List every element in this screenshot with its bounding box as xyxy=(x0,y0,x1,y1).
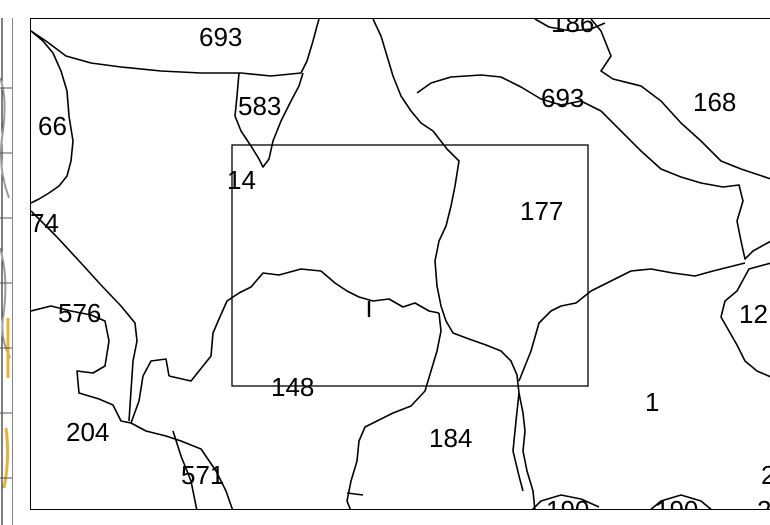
region-label-148[interactable]: 148 xyxy=(271,372,314,402)
boundary-148-west xyxy=(130,358,170,424)
region-label-14[interactable]: 14 xyxy=(227,165,256,195)
boundary-148-east xyxy=(346,312,442,509)
map-canvas[interactable]: 693 693 168 66 583 14 177 74 576 12 148 … xyxy=(30,18,770,510)
boundary-576 xyxy=(31,305,132,424)
region-label-571[interactable]: 571 xyxy=(181,460,224,490)
region-label-168[interactable]: 168 xyxy=(693,87,736,117)
region-label-184[interactable]: 184 xyxy=(429,423,472,453)
region-label-693-right[interactable]: 693 xyxy=(541,83,584,113)
boundary-204-571 xyxy=(130,422,234,509)
boundary-168-top xyxy=(590,19,770,180)
region-label-74[interactable]: 74 xyxy=(31,208,59,238)
boundary-693-top xyxy=(31,19,320,77)
region-label-190-a[interactable]: 190 xyxy=(546,495,589,510)
region-label-177[interactable]: 177 xyxy=(520,196,563,226)
selection-rectangle[interactable] xyxy=(231,144,589,387)
map-legend-strip xyxy=(0,18,13,525)
region-label-12[interactable]: 12 xyxy=(739,299,768,329)
boundary-583 xyxy=(234,72,304,168)
boundary-186 xyxy=(534,19,606,32)
region-label-186[interactable]: 186 xyxy=(551,19,594,38)
boundary-693-right xyxy=(416,74,770,260)
boundary-190-b xyxy=(650,494,712,509)
boundary-centre-river xyxy=(372,19,536,509)
boundary-184-east xyxy=(512,392,524,492)
legend-strip-graphic xyxy=(0,18,12,525)
region-label-190-b[interactable]: 190 xyxy=(655,495,698,510)
region-label-583[interactable]: 583 xyxy=(238,91,281,121)
boundary-190-a xyxy=(531,494,600,509)
region-label-2-b[interactable]: 2 xyxy=(757,495,770,510)
boundary-66-693 xyxy=(31,30,74,204)
region-label-66[interactable]: 66 xyxy=(38,111,67,141)
boundary-148-north xyxy=(168,268,440,382)
region-label-2-a[interactable]: 2 xyxy=(761,460,770,490)
boundary-74 xyxy=(31,210,138,422)
region-label-576[interactable]: 576 xyxy=(58,298,101,328)
region-label-1[interactable]: 1 xyxy=(645,387,659,417)
region-label-204[interactable]: 204 xyxy=(66,417,109,447)
region-map[interactable]: 693 693 168 66 583 14 177 74 576 12 148 … xyxy=(31,19,770,510)
region-label-693-top[interactable]: 693 xyxy=(199,22,242,52)
boundary-tick-b xyxy=(346,492,364,496)
boundary-1-north xyxy=(518,262,746,382)
boundary-571 xyxy=(172,430,198,509)
boundary-12 xyxy=(720,262,770,378)
